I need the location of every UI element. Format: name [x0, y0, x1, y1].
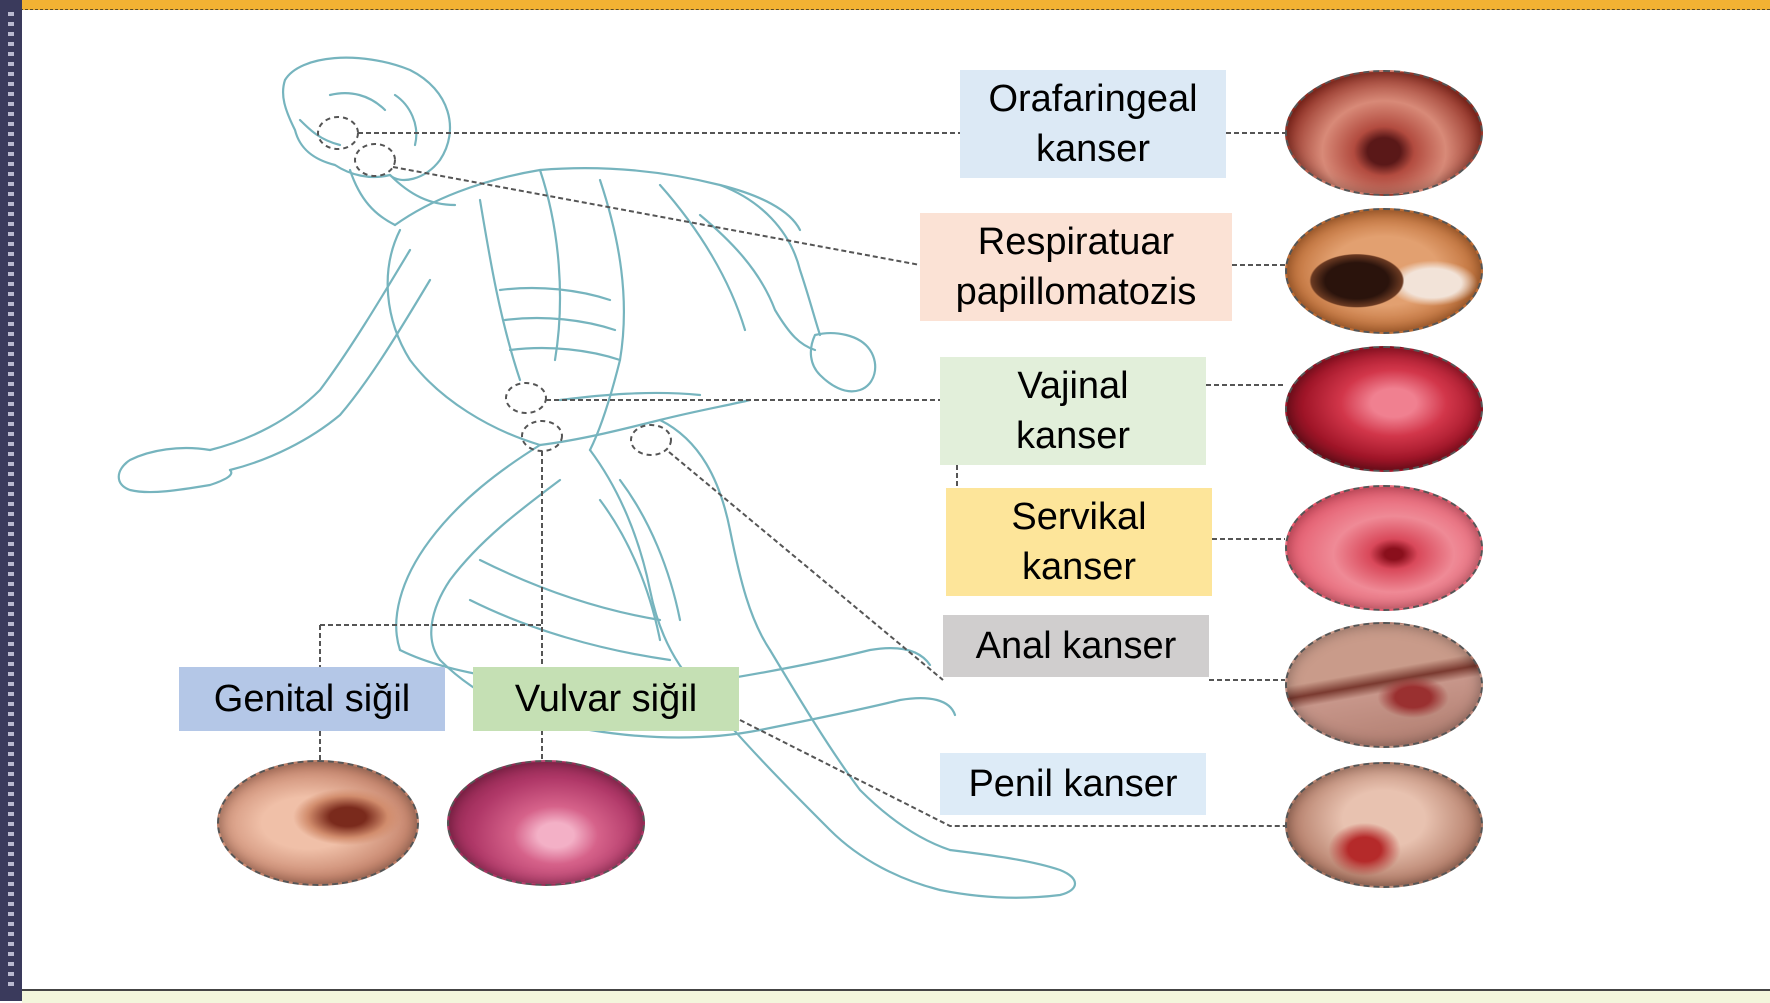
label-vajinal-line1: Vajinal [1016, 361, 1130, 411]
photo-penil [1285, 762, 1483, 888]
label-penil-kanser: Penil kanser [940, 753, 1206, 815]
photo-vajinal [1285, 346, 1483, 472]
label-penil-text: Penil kanser [968, 759, 1177, 809]
photo-respiratuar [1285, 208, 1483, 334]
label-orofaringeal-line1: Orafaringeal [988, 74, 1197, 124]
photo-servikal [1285, 485, 1483, 611]
label-anal-text: Anal kanser [976, 621, 1177, 671]
marker-larynx [355, 144, 395, 176]
label-orofaringeal-line2: kanser [988, 124, 1197, 174]
marker-pelvis [506, 383, 546, 413]
label-vulvar-text: Vulvar siğil [515, 674, 697, 724]
photo-vulvar-sigil [447, 760, 645, 886]
label-servikal-line1: Servikal [1011, 492, 1146, 542]
photo-genital-sigil [217, 760, 419, 886]
label-vulvar-sigil: Vulvar siğil [473, 667, 739, 731]
label-genital-sigil: Genital siğil [179, 667, 445, 731]
label-anal-kanser: Anal kanser [943, 615, 1209, 677]
label-orofaringeal-kanser: Orafaringeal kanser [960, 70, 1226, 178]
label-servikal-line2: kanser [1011, 542, 1146, 592]
label-respiratuar-line2: papillomatozis [956, 267, 1197, 317]
marker-anal [631, 425, 671, 455]
label-genital-text: Genital siğil [214, 674, 410, 724]
label-vajinal-line2: kanser [1016, 411, 1130, 461]
photo-orofaringeal [1285, 70, 1483, 196]
label-respiratuar-papillomatozis: Respiratuar papillomatozis [920, 213, 1232, 321]
photo-anal [1285, 622, 1483, 748]
label-servikal-kanser: Servikal kanser [946, 488, 1212, 596]
marker-genital [522, 421, 562, 451]
label-respiratuar-line1: Respiratuar [956, 217, 1197, 267]
label-vajinal-kanser: Vajinal kanser [940, 357, 1206, 465]
